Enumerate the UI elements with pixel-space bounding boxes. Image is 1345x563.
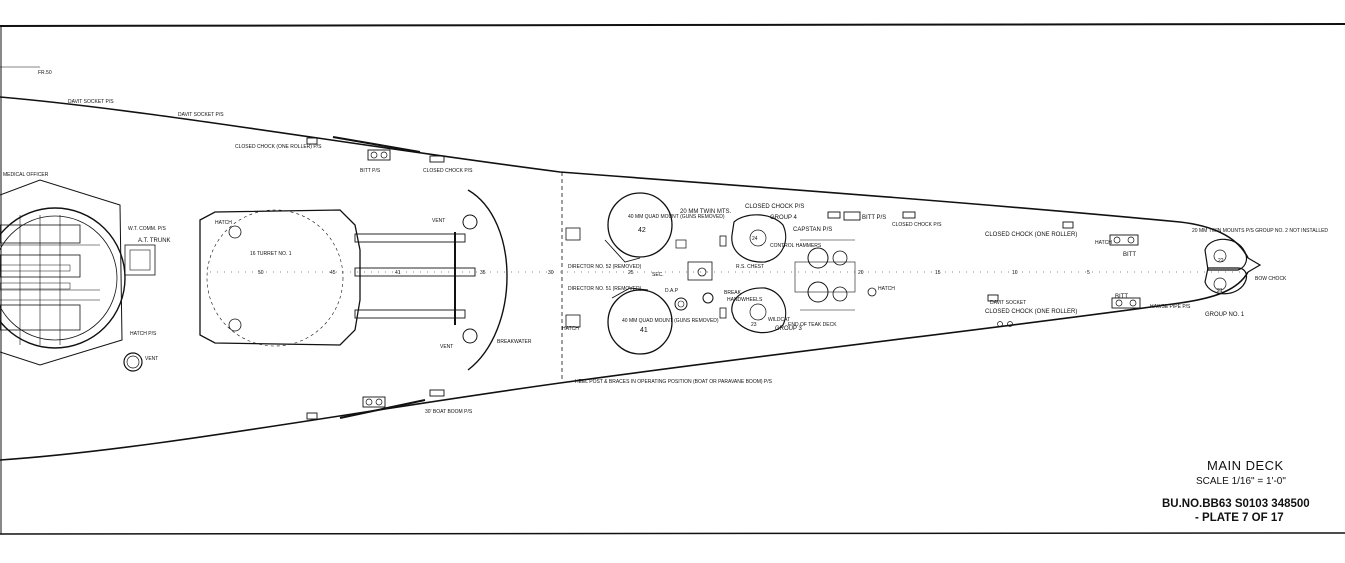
hatch-icon [867,287,877,297]
label-wildcat: WILDCAT [768,317,790,323]
bow-tip [1247,257,1262,273]
label-capstan: CAPSTAN P/S [793,227,832,233]
label-director-51: DIRECTOR NO. 51 (REMOVED) [568,286,642,292]
label-wt-comm: W.T. COMM. P/S [128,226,166,232]
label-director-52: DIRECTOR NO. 52 (REMOVED) [568,264,642,270]
label-hatch-top: HATCH [215,220,232,226]
group-4-mount [731,214,787,263]
frame-number: 41 [395,270,401,276]
mount-number-21: 21 [1217,288,1223,294]
plate-bu-number: BU.NO.BB63 S0103 348500 [1162,498,1310,510]
hull-outline-starboard [0,271,1249,461]
label-turret: 16 TURRET NO. 1 [250,251,292,257]
label-quad-mount-top: 40 MM QUAD MOUNT (GUNS REMOVED) [628,214,725,220]
superstructure [0,179,156,372]
mount-number-24: 24 [752,236,758,242]
vent-icon [1007,321,1013,327]
mount-number-23: 23 [751,322,757,328]
top-border [0,23,1345,27]
label-vent-bottom: VENT [440,344,453,350]
deck-fittings-top [306,136,1139,246]
vent-bottom-icon [462,328,478,344]
frame-number: 20 [858,270,864,276]
plate-number: - PLATE 7 OF 17 [1195,512,1284,524]
label-davit-socket-2: DAVIT SOCKET P/S [178,112,224,118]
hull-outline-port [0,96,1249,259]
plate-scale: SCALE 1/16" = 1'-0" [1196,476,1286,487]
label-bitt-right-bottom: BITT [1115,294,1128,300]
label-quad-mount-bottom: 40 MM QUAD MOUNT (GUNS REMOVED) [622,318,719,324]
label-closed-chock-one: CLOSED CHOCK (ONE ROLLER) [985,232,1077,238]
quad-mount-41 [607,287,673,355]
label-sec: SEC. [652,272,664,278]
label-end-of-teak: END OF TEAK DECK [788,322,837,328]
bow-mounts [1204,238,1248,295]
label-davit-socket: DAVIT SOCKET P/S [68,99,114,105]
frame-number: 35 [480,270,486,276]
label-group4: GROUP 4 [770,215,798,221]
label-hatch-mid-right: HATCH [878,286,895,292]
label-trunk: A.T. TRUNK [138,238,171,244]
frame-number: 10 [1012,270,1018,276]
label-hatch-right: HATCH [1095,240,1112,246]
center-fittings [674,235,727,319]
frame-numbers: 50 45 41 35 30 25 20 15 10 5 [258,270,1090,276]
vent-top-icon [462,214,478,230]
label-closed-chock-rollers: CLOSED CHOCK (ONE ROLLER) P/S [235,144,322,150]
label-hawse-pipe: HAWSE PIPE P/S [1150,304,1191,310]
label-d-ap: D.A.P [665,288,679,294]
anchor-gear [794,239,856,311]
deck-fittings-bottom [306,294,1141,420]
label-medical-officer: MEDICAL OFFICER [3,172,49,178]
mount-number-22: 22 [1218,258,1224,264]
label-closed-chock-one-bottom: CLOSED CHOCK (ONE ROLLER) [985,309,1077,315]
label-davit-socket-right: DAVIT SOCKET [990,300,1026,306]
turret-no1 [199,209,476,347]
label-bitt-ps: BITT P/S [360,168,381,174]
plate-title: MAIN DECK [1207,458,1284,473]
label-bow-chock: BOW CHOCK [1255,276,1287,282]
label-twin-mounts-note: 20 MM TWIN MOUNTS P/S GROUP NO. 2 NOT IN… [1192,228,1328,234]
label-group3: GROUP 3 [775,326,803,332]
hatch-box [565,227,581,241]
label-boat-boom: 30' BOAT BOOM P/S [425,409,473,415]
frame-number: 5 [1087,270,1090,276]
label-ready-box: BREAK [724,290,742,296]
label-boom-stowed: HEEL POST & BRACES IN OPERATING POSITION… [575,379,773,385]
label-breakwater: BREAKWATER [497,339,532,345]
hatch-box [565,314,581,328]
label-closed-chock-right: CLOSED CHOCK P/S [892,222,942,228]
frame-tag: FR.50 [38,70,52,76]
label-vent-left: VENT [145,356,158,362]
frame-number: 45 [330,270,336,276]
label-ra-chest: R.S. CHEST [736,264,764,270]
frame-number: 30 [548,270,554,276]
vent-icon [997,321,1003,327]
label-closed-chock-ps: CLOSED CHOCK P/S [423,168,473,174]
label-group-no1: GROUP NO. 1 [1205,312,1245,318]
bottom-border [0,532,1345,535]
breakwater [467,189,508,371]
frame-number: 15 [935,270,941,276]
label-twin-mts: 20 MM TWIN MTS. [680,209,732,215]
frame-number: 50 [258,270,264,276]
mount-number-42: 42 [638,227,646,234]
label-hatch-bottom: HATCH P/S [130,331,157,337]
label-control-hammers: CONTROL HAMMERS [770,243,822,249]
label-bitt-right-top: BITT [1123,252,1136,258]
label-vent-top: VENT [432,218,445,224]
label-closed-chock-top: CLOSED CHOCK P/S [745,204,804,210]
label-handwheels: HANDWHEELS [727,297,763,303]
label-bitt-top: BITT P/S [862,215,886,221]
quad-mount-42 [604,192,673,263]
mount-number-41: 41 [640,327,648,334]
frame-number: 25 [628,270,634,276]
group-3-mount [731,287,787,334]
label-hatch-mid: HATCH [562,326,579,332]
